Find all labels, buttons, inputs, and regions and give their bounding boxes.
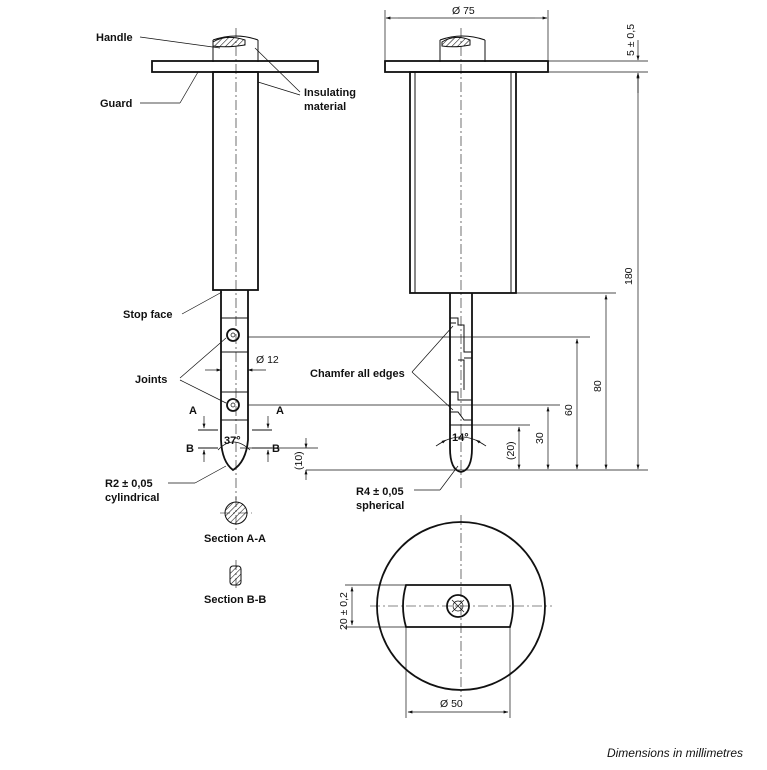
- finger-left: [220, 290, 249, 472]
- finger-right: [449, 293, 473, 473]
- insulating-body-left: [212, 71, 259, 291]
- label-r4-2: spherical: [356, 500, 404, 512]
- mark-a-left: A: [189, 405, 197, 417]
- label-r2-2: cylindrical: [105, 492, 159, 504]
- label-insulating-1: Insulating: [304, 87, 356, 99]
- label-stop-face: Stop face: [123, 309, 173, 321]
- label-insulating-2: material: [304, 101, 346, 113]
- label-r2-1: R2 ± 0,05: [105, 478, 153, 490]
- label-chamfer: Chamfer all edges: [310, 368, 405, 380]
- dim-tol5: 5 ± 0,5: [625, 24, 637, 56]
- top-view: 20 ± 0,2 Ø 50: [338, 515, 552, 718]
- dim-d12: Ø 12: [256, 354, 279, 366]
- mark-a-right: A: [276, 405, 284, 417]
- guard-left: [151, 60, 319, 73]
- label-section-aa: Section A-A: [204, 533, 266, 545]
- dim-d50: Ø 50: [440, 698, 463, 710]
- dim-a37: 37°: [224, 435, 241, 447]
- insulating-body-right: [409, 71, 517, 294]
- dim-d20tol: 20 ± 0,2: [338, 592, 350, 630]
- dim-d75: Ø 75: [452, 5, 475, 17]
- label-joints: Joints: [135, 374, 167, 386]
- right-view: Chamfer all edges 14° R4 ± 0,05 spherica…: [248, 5, 648, 512]
- footnote: Dimensions in millimetres: [606, 746, 743, 760]
- label-handle: Handle: [96, 32, 133, 44]
- left-view: Handle Guard Insulating material Stop fa…: [96, 28, 356, 606]
- label-section-bb: Section B-B: [204, 594, 266, 606]
- handle-left: [212, 35, 259, 62]
- dim-a14: 14°: [452, 432, 469, 444]
- dim-d10p: (10): [293, 451, 305, 470]
- label-guard: Guard: [100, 98, 132, 110]
- guard-right: [384, 60, 549, 73]
- label-r4-1: R4 ± 0,05: [356, 486, 404, 498]
- dim-d60: 60: [563, 404, 575, 416]
- dim-d80: 80: [592, 380, 604, 392]
- mark-b-left: B: [186, 443, 194, 455]
- section-bb-shape: [229, 565, 242, 586]
- dim-d30: 30: [534, 432, 546, 444]
- dim-d20p: (20): [505, 441, 517, 460]
- dim-d180: 180: [623, 267, 635, 285]
- mark-b-right: B: [272, 443, 280, 455]
- section-aa-shape: [224, 501, 248, 525]
